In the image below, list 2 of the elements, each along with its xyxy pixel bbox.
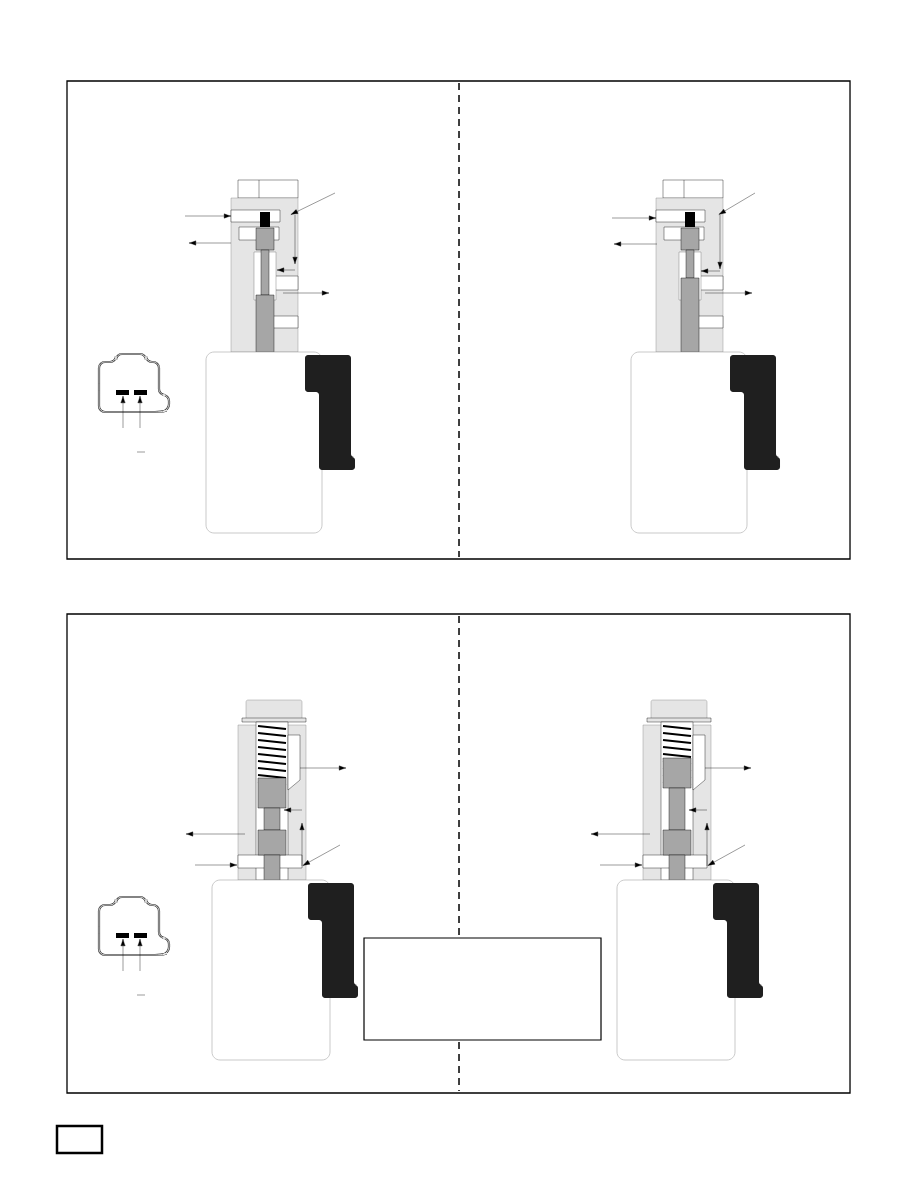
note-box: [363, 937, 602, 1041]
page-number-box: [55, 1124, 104, 1155]
